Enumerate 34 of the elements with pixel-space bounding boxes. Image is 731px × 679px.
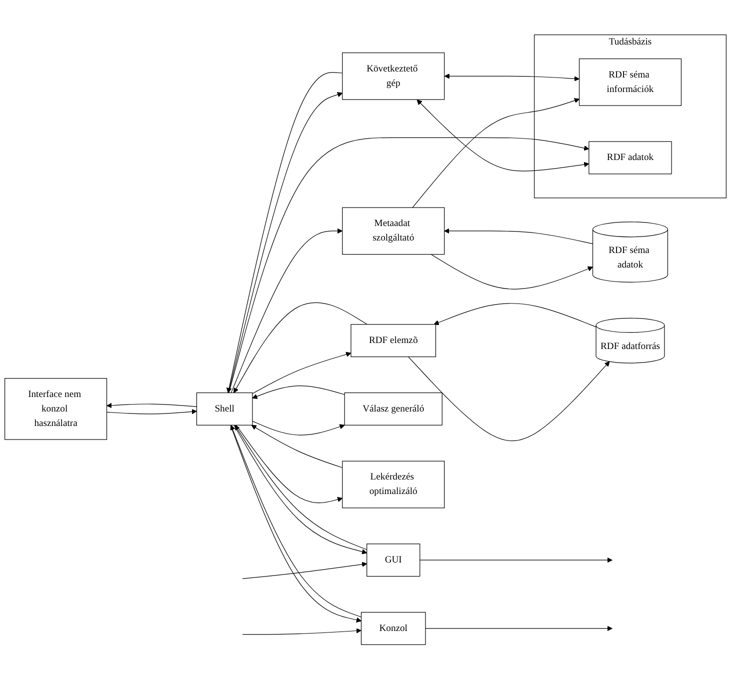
arrow — [252, 420, 345, 436]
arrow — [434, 302, 596, 328]
arrow — [106, 402, 198, 408]
process-box: RDF séma információk — [578, 58, 682, 106]
arrow — [420, 557, 612, 562]
arrow — [444, 228, 594, 244]
arrow — [430, 254, 593, 290]
arrow — [412, 98, 580, 208]
arrow — [242, 628, 362, 635]
process-box: Interface nem konzol használatra — [4, 378, 108, 440]
arrow — [236, 424, 343, 503]
process-box: Következtető gép — [342, 52, 445, 100]
arrow — [106, 408, 197, 414]
process-box: Lekérdezés optimalizáló — [342, 460, 445, 508]
arrow — [444, 73, 580, 82]
arrow — [251, 424, 343, 468]
arrow — [252, 385, 345, 399]
arrow — [252, 352, 352, 394]
arrow — [416, 99, 590, 172]
process-box: RDF elemzõ — [350, 324, 436, 357]
process-box: Válasz generáló — [344, 392, 442, 426]
database-cylinder: RDF adatforrás — [596, 318, 665, 364]
arrow — [242, 562, 368, 579]
process-box: GUI — [366, 543, 420, 576]
arrow — [234, 302, 368, 393]
arrow — [230, 228, 343, 393]
arrow — [425, 626, 612, 631]
process-box: Shell — [196, 392, 253, 426]
arrow — [228, 137, 590, 393]
process-box: RDF adatok — [588, 141, 672, 174]
arrow — [408, 356, 610, 441]
process-box: Metaadat szolgáltató — [342, 207, 445, 254]
process-box: Konzol — [360, 612, 426, 645]
database-cylinder: RDF séma adatok — [592, 221, 668, 282]
